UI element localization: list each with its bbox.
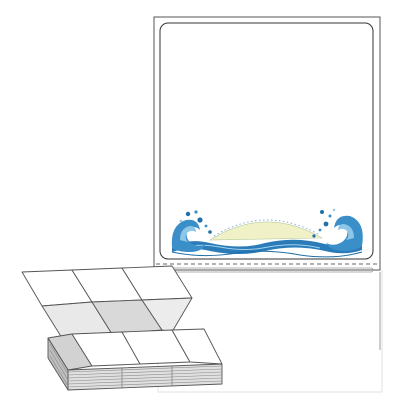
- die-cut-label: [159, 22, 374, 260]
- sand-arc: [208, 221, 324, 241]
- fanfold-stack: [21, 265, 223, 391]
- wave-artwork: [171, 208, 363, 258]
- stack-layers: [49, 343, 223, 388]
- water-base: [171, 250, 363, 258]
- right-wave: [312, 208, 363, 251]
- stack-perforations: [121, 366, 173, 388]
- sand-dots: [213, 219, 319, 237]
- stack-left-edge: [47, 337, 69, 391]
- water-highlight: [179, 244, 321, 250]
- stack-label-3: [171, 328, 223, 365]
- left-wave: [171, 210, 212, 252]
